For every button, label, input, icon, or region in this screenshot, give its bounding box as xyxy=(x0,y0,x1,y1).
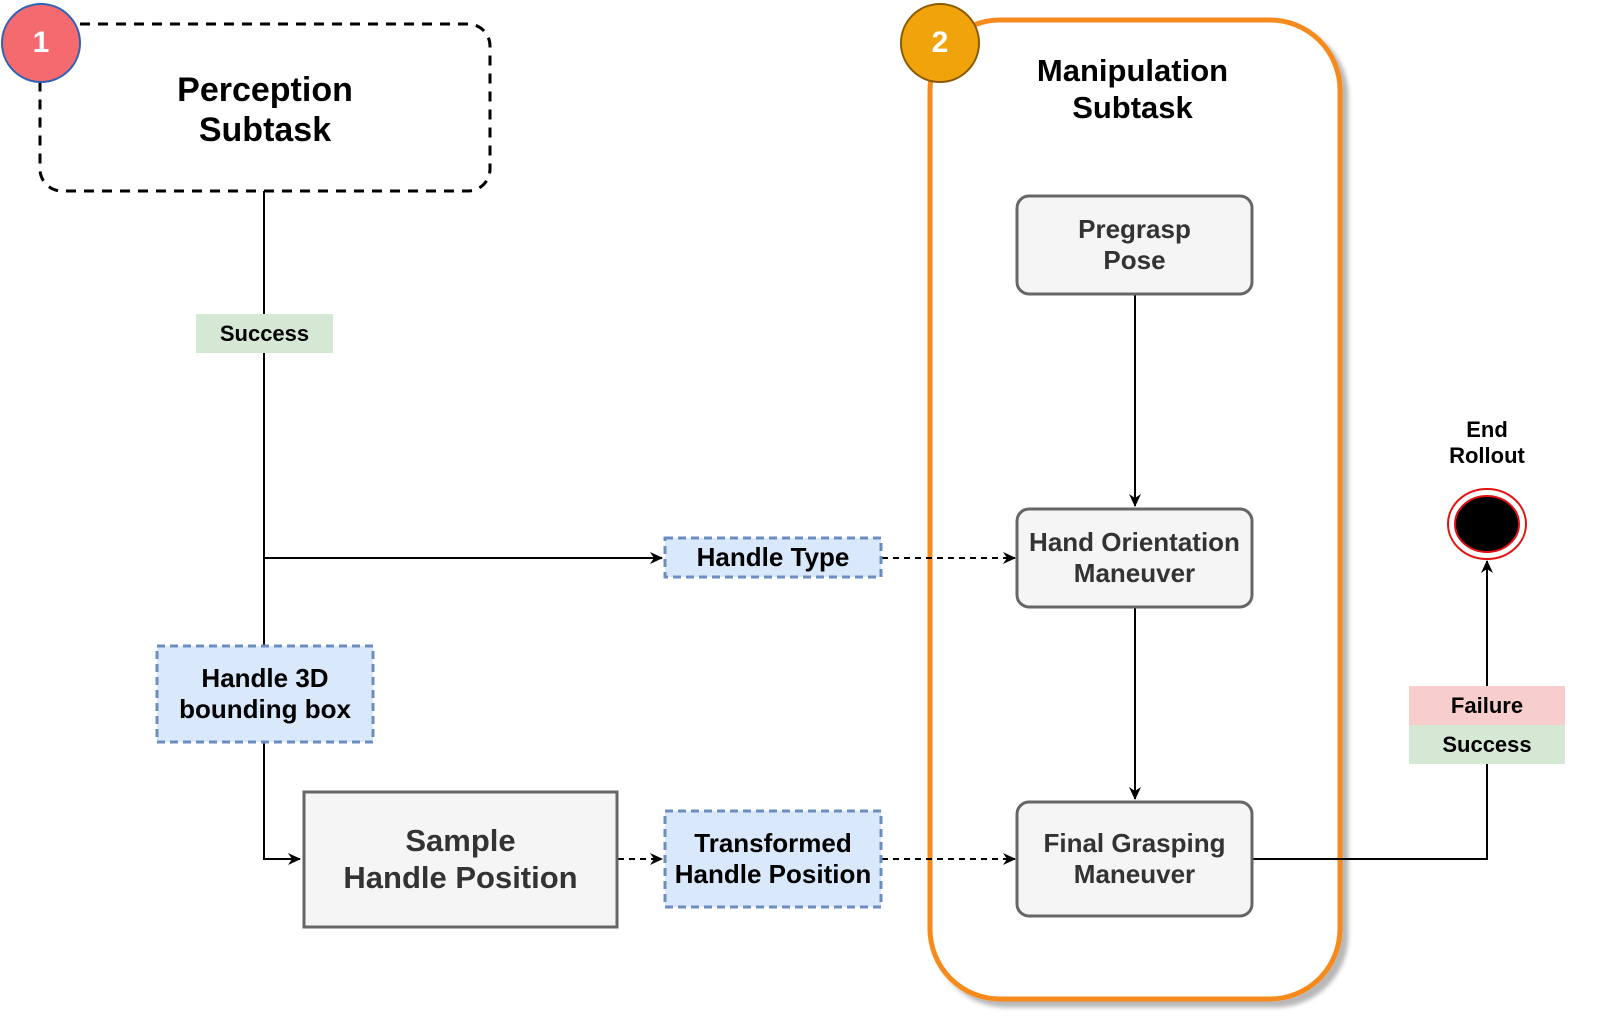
bounding-box-label: Handle 3D bounding box xyxy=(179,663,351,724)
hand-orientation-label: Hand Orientation Maneuver xyxy=(1029,527,1240,588)
sample-position-label: Sample Handle Position xyxy=(343,822,578,895)
edge-final-to-end xyxy=(1253,560,1493,860)
handle-type-node xyxy=(663,536,883,579)
final-grasping-label: Final Grasping Maneuver xyxy=(1043,828,1226,889)
transformed-position-node xyxy=(663,809,883,909)
manipulation-title: Manipulation Subtask xyxy=(1036,53,1229,125)
hand-orientation-node xyxy=(1015,507,1254,609)
failure-label-bg xyxy=(1409,686,1565,725)
end-rollout-label: End Rollout xyxy=(1449,417,1525,468)
bounding-box-node xyxy=(155,644,375,744)
end-success-label-bg xyxy=(1409,725,1565,764)
final-grasping-node xyxy=(1015,800,1254,918)
transformed-position-label: Transformed Handle Position xyxy=(674,828,872,889)
pregrasp-node xyxy=(1015,194,1254,296)
perception-success-bg xyxy=(196,314,333,353)
perception-success-label: Success xyxy=(219,320,310,346)
manipulation-badge: 2 xyxy=(900,3,980,83)
perception-title: Perception Subtask xyxy=(177,70,353,149)
handle-type-label: Handle Type xyxy=(696,542,850,573)
end-success-label: Success xyxy=(1442,731,1532,757)
end-rollout-inner xyxy=(1454,495,1520,553)
perception-badge: 1 xyxy=(1,3,81,83)
edge-bbox-to-sample xyxy=(263,743,301,865)
pregrasp-label: Pregrasp Pose xyxy=(1078,214,1191,275)
failure-label: Failure xyxy=(1450,692,1524,718)
sample-position-node xyxy=(302,790,619,929)
